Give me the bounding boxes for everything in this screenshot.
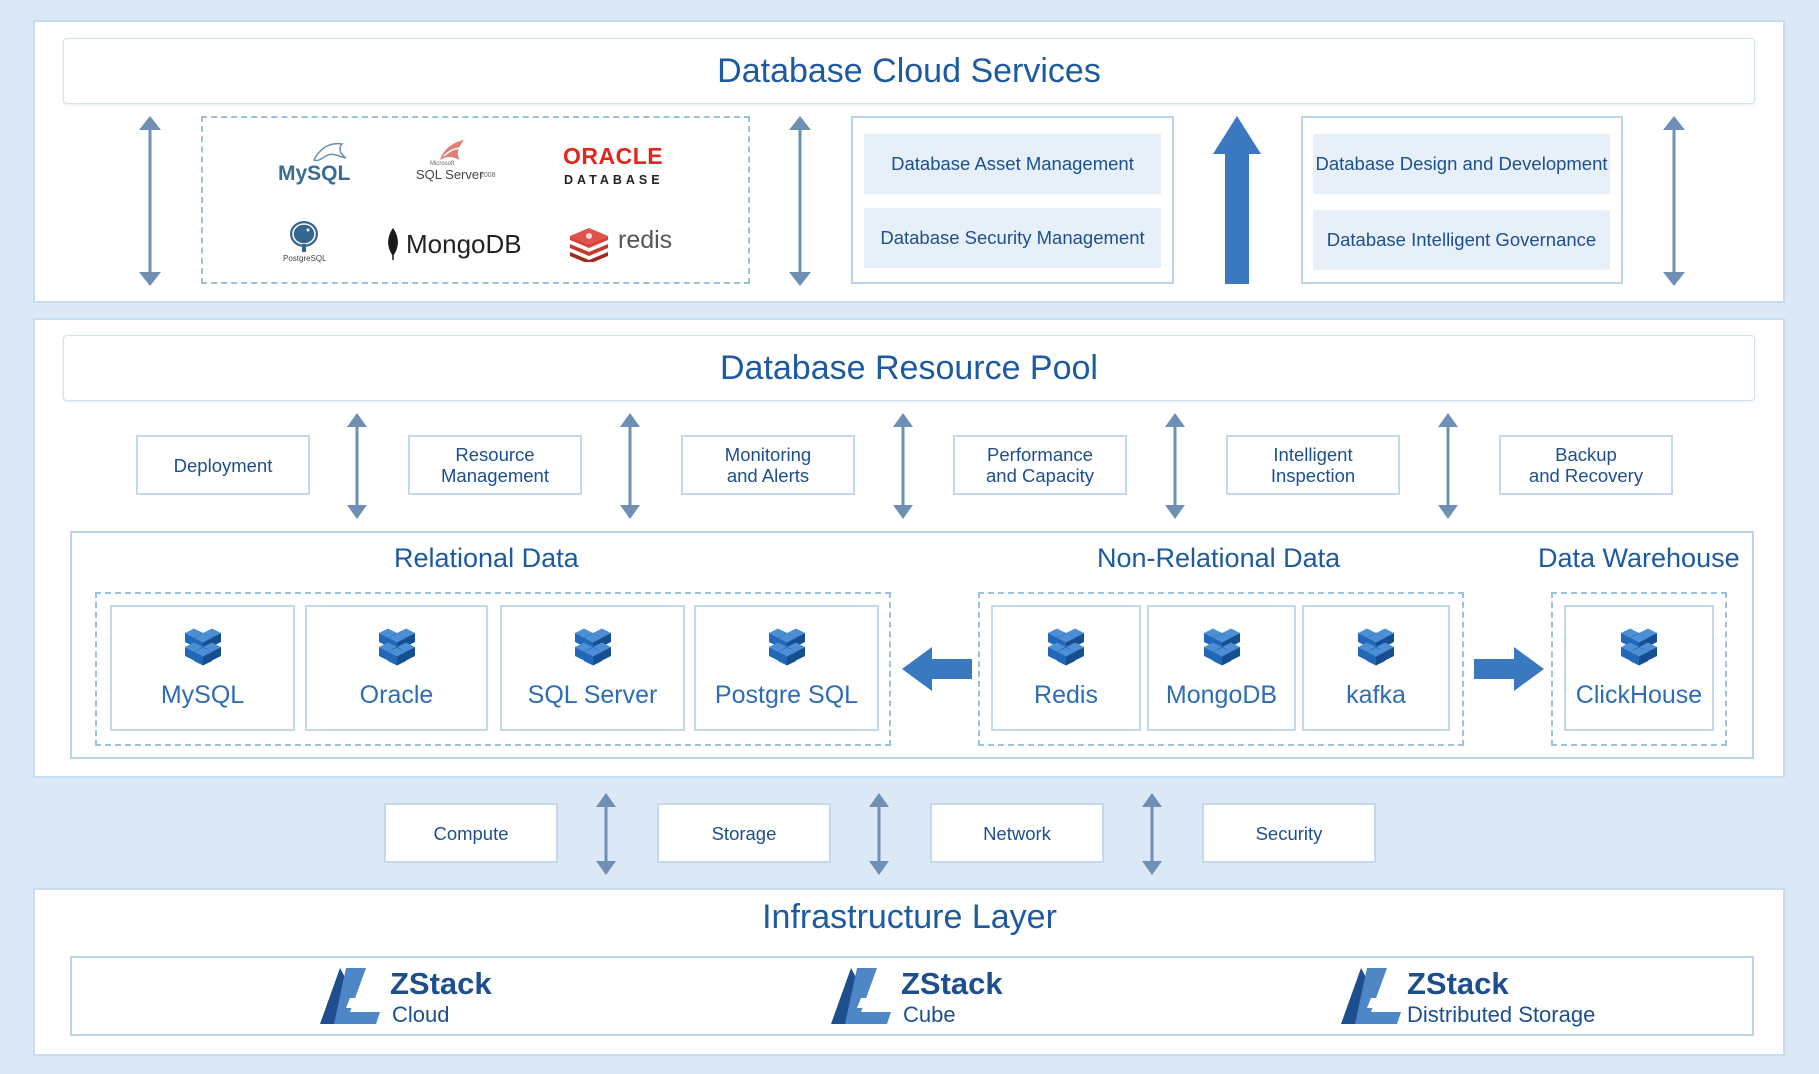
zstack-logo-icon — [320, 968, 380, 1024]
oracle-database-text: DATABASE — [564, 173, 664, 187]
non-relational-data-label: Non-Relational Data — [1097, 543, 1341, 573]
oracle-logo-text: ORACLE — [563, 143, 664, 169]
resource-compute: Compute — [384, 803, 558, 863]
op-monitoring-alerts: Monitoring and Alerts — [681, 435, 855, 495]
right-arrow-icon — [1474, 647, 1544, 691]
left-arrow-icon — [902, 647, 972, 691]
sqlserver-version: 2008 — [480, 172, 496, 179]
db-card-label: Redis — [1034, 681, 1098, 709]
security-management-box: Database Security Management — [864, 208, 1161, 268]
cube-stack-icon — [378, 628, 415, 666]
db-card-label: Oracle — [359, 681, 434, 709]
postgresql-logo: PostgreSQL — [279, 219, 339, 269]
double-arrow-icon — [139, 116, 161, 286]
data-container — [70, 531, 1754, 759]
db-card: kafka — [1302, 605, 1450, 731]
up-arrow-icon — [1213, 116, 1261, 284]
double-arrow-icon — [596, 793, 616, 875]
db-card: Postgre SQL — [694, 605, 879, 731]
op-backup-recovery: Backup and Recovery — [1499, 435, 1673, 495]
resource-pool-title: Database Resource Pool — [63, 335, 1755, 401]
db-card-label: MySQL — [160, 681, 245, 709]
op-performance-capacity: Performance and Capacity — [953, 435, 1127, 495]
sqlserver-emblem-icon — [440, 140, 464, 160]
cube-stack-icon — [184, 628, 221, 666]
zstack-product-name: Distributed Storage — [1407, 1002, 1596, 1027]
postgresql-logo-text: PostgreSQL — [283, 254, 327, 263]
db-card: Oracle — [305, 605, 488, 731]
redis-logo-text: redis — [618, 226, 673, 254]
infrastructure-products-box — [70, 956, 1754, 1036]
relational-group — [95, 592, 891, 746]
sqlserver-logo-text: SQL Server — [416, 167, 484, 182]
data-warehouse-label: Data Warehouse — [1538, 543, 1740, 573]
cube-stack-icon — [1621, 628, 1657, 666]
zstack-brand: ZStack — [1407, 966, 1509, 1001]
non-relational-group — [978, 592, 1464, 746]
resource-storage: Storage — [657, 803, 831, 863]
cube-stack-icon — [1048, 628, 1084, 666]
zstack-product: ZStack Cloud — [320, 966, 580, 1028]
redis-logo: redis — [568, 226, 688, 266]
design-development-box: Database Design and Development — [1313, 134, 1610, 194]
intelligent-governance-box: Database Intelligent Governance — [1313, 210, 1610, 270]
engine-logos-box: MySQL Microsoft SQL Server 2008 ORACLE D… — [201, 116, 750, 284]
db-card: MySQL — [110, 605, 295, 731]
redis-stack-icon — [570, 228, 608, 262]
mysql-logo: MySQL — [278, 140, 358, 190]
db-card: Redis — [991, 605, 1141, 731]
double-arrow-icon — [789, 116, 811, 286]
cube-stack-icon — [1358, 628, 1394, 666]
db-card-label: kafka — [1346, 681, 1406, 709]
leaf-icon — [388, 228, 398, 260]
double-arrow-icon — [1663, 116, 1685, 286]
sqlserver-maker: Microsoft — [430, 161, 455, 167]
zstack-product-name: Cube — [903, 1002, 956, 1027]
resource-security: Security — [1202, 803, 1376, 863]
double-arrow-icon — [347, 413, 367, 519]
double-arrow-icon — [1438, 413, 1458, 519]
sqlserver-logo: Microsoft SQL Server 2008 — [416, 138, 506, 188]
op-intelligent-inspection: Intelligent Inspection — [1226, 435, 1400, 495]
asset-management-box: Database Asset Management — [864, 134, 1161, 194]
db-card-label: Postgre SQL — [714, 681, 859, 709]
double-arrow-icon — [1165, 413, 1185, 519]
double-arrow-icon — [620, 413, 640, 519]
zstack-logo-icon — [1341, 968, 1401, 1024]
db-card-label: ClickHouse — [1575, 681, 1703, 709]
zstack-product-name: Cloud — [392, 1002, 450, 1027]
infrastructure-panel — [33, 888, 1785, 1056]
warehouse-group — [1551, 592, 1727, 746]
zstack-brand: ZStack — [390, 966, 492, 1001]
relational-data-label: Relational Data — [394, 543, 579, 573]
cube-stack-icon — [574, 628, 611, 666]
elephant-icon — [290, 221, 318, 252]
management-group — [851, 116, 1174, 284]
db-card: MongoDB — [1147, 605, 1296, 731]
db-card-label: MongoDB — [1165, 681, 1278, 709]
double-arrow-icon — [1142, 793, 1162, 875]
db-card: SQL Server — [500, 605, 685, 731]
db-card: ClickHouse — [1564, 605, 1714, 731]
zstack-product: ZStack Cube — [831, 966, 1091, 1028]
zstack-brand: ZStack — [901, 966, 1003, 1001]
zstack-logo-icon — [831, 968, 891, 1024]
double-arrow-icon — [869, 793, 889, 875]
db-card-label: SQL Server — [527, 681, 658, 709]
mongodb-logo: MongoDB — [386, 228, 536, 268]
op-resource-management: Resource Management — [408, 435, 582, 495]
oracle-logo: ORACLE DATABASE — [563, 143, 683, 193]
double-arrow-icon — [893, 413, 913, 519]
mongodb-logo-text: MongoDB — [406, 229, 522, 259]
cloud-services-title: Database Cloud Services — [63, 38, 1755, 104]
cube-stack-icon — [768, 628, 805, 666]
dolphin-icon — [312, 142, 347, 162]
mysql-logo-text: MySQL — [278, 162, 351, 185]
infrastructure-title: Infrastructure Layer — [762, 898, 1057, 936]
zstack-product: ZStack Distributed Storage — [1341, 966, 1641, 1028]
resource-network: Network — [930, 803, 1104, 863]
cube-stack-icon — [1203, 628, 1240, 666]
design-group — [1301, 116, 1623, 284]
op-deployment: Deployment — [136, 435, 310, 495]
